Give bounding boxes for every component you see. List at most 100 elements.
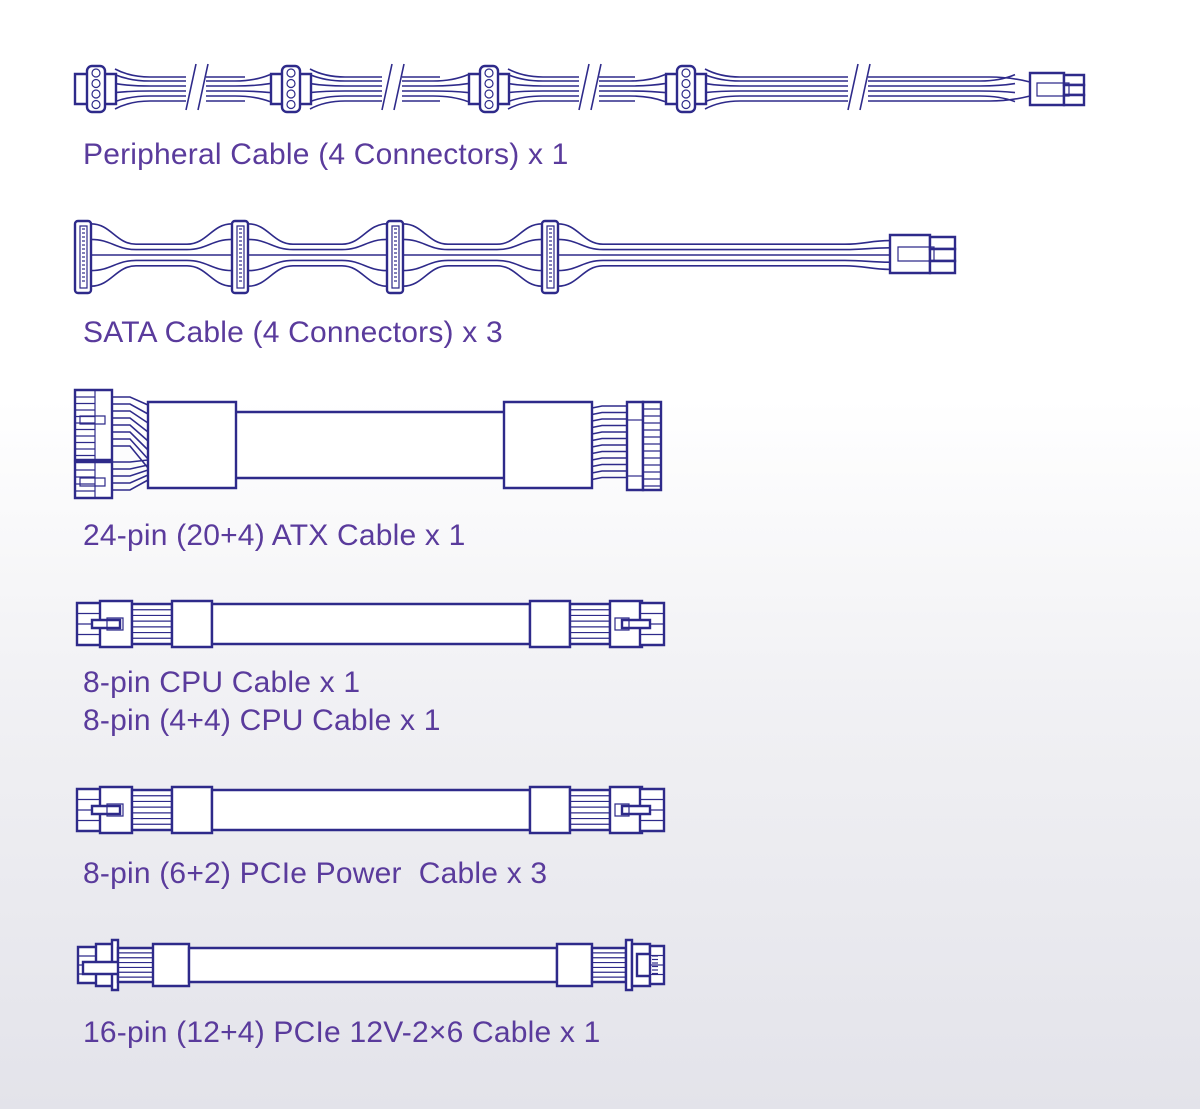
pcie-16pin-cable-icon <box>0 930 1200 1000</box>
cpu-8pin-cable-icon <box>0 590 1200 660</box>
wire <box>592 419 627 421</box>
atx-latch <box>80 416 105 424</box>
wire-sheath <box>705 101 740 109</box>
wire <box>112 446 148 468</box>
molex-pin <box>92 80 100 88</box>
sata-cable-icon <box>0 210 1200 300</box>
wire <box>592 465 627 467</box>
molex-pin <box>682 80 690 88</box>
break-mark <box>848 64 858 110</box>
wire <box>248 224 387 244</box>
wire <box>112 475 148 483</box>
sleeve <box>189 948 557 982</box>
wire-sheath <box>310 101 345 109</box>
molex-connector <box>677 66 695 112</box>
cpu-cable-label: 8-pin CPU Cable x 1 <box>83 666 361 699</box>
psu-latch <box>1037 83 1069 96</box>
psu-connector-pin <box>1064 95 1084 105</box>
heatshrink-right <box>530 601 570 647</box>
braided-sleeve <box>212 604 530 644</box>
break-mark <box>579 64 589 110</box>
cpu-4plus4-cable-label: 8-pin (4+4) CPU Cable x 1 <box>83 704 441 737</box>
atx-24pin-housing <box>627 402 643 490</box>
wire <box>592 432 627 434</box>
wire <box>112 432 148 450</box>
peripheral-cable-icon <box>0 62 1200 120</box>
latch-frame <box>615 618 629 630</box>
peripheral-cable-label: Peripheral Cable (4 Connectors) x 1 <box>83 138 569 171</box>
sata-connector-slot <box>547 226 554 288</box>
wire <box>112 480 148 490</box>
molex-pin <box>485 101 493 109</box>
sata-connector-slot <box>80 226 87 288</box>
wire <box>403 266 542 286</box>
wire <box>558 239 890 249</box>
wire <box>112 425 148 441</box>
wire-bundle <box>118 948 154 982</box>
wire-bundle <box>570 790 610 830</box>
break-mark <box>198 64 208 110</box>
molex-pin <box>485 80 493 88</box>
wire-bundle <box>132 604 172 644</box>
molex-pin <box>682 90 690 98</box>
wire <box>112 439 148 459</box>
wire <box>91 266 232 286</box>
wire <box>112 470 148 476</box>
break-mark <box>394 64 404 110</box>
heatshrink-right <box>504 402 592 488</box>
pcie-8pin-cable-icon <box>0 775 1200 845</box>
wire-sheath <box>705 69 740 77</box>
wire <box>248 239 387 249</box>
atx-20pin-connector <box>75 390 112 460</box>
wire <box>112 397 148 405</box>
wire <box>403 239 542 249</box>
atx-cable-label: 24-pin (20+4) ATX Cable x 1 <box>83 519 466 552</box>
latch-frame <box>615 804 629 816</box>
wire <box>592 445 627 447</box>
wire <box>248 266 387 286</box>
heatshrink-left <box>148 402 236 488</box>
wire <box>91 260 232 270</box>
wire <box>91 239 232 249</box>
wire <box>592 406 627 408</box>
psu-connector <box>890 235 930 273</box>
wire <box>558 266 890 286</box>
braided-sleeve <box>235 412 505 478</box>
sata-connector-slot <box>392 226 399 288</box>
break-mark <box>186 64 196 110</box>
wire <box>592 452 627 454</box>
latch <box>92 806 120 814</box>
wire <box>592 458 627 460</box>
psu-connector <box>1030 73 1064 105</box>
sata-cable-label: SATA Cable (4 Connectors) x 3 <box>83 316 503 349</box>
latch-frame <box>107 618 123 630</box>
heatshrink-right <box>530 787 570 833</box>
heatshrink-right <box>557 944 592 986</box>
wire-sheath <box>115 101 150 109</box>
molex-pin <box>682 101 690 109</box>
molex-pin <box>287 101 295 109</box>
break-mark <box>860 64 870 110</box>
latch <box>622 806 650 814</box>
atx-latch <box>80 478 105 486</box>
pcie-16pin-cable-label: 16-pin (12+4) PCIe 12V-2×6 Cable x 1 <box>83 1016 601 1049</box>
molex-connector <box>87 66 105 112</box>
wire <box>112 411 148 423</box>
wire <box>403 260 542 270</box>
molex-pin <box>92 69 100 77</box>
wire <box>592 426 627 428</box>
latch <box>622 620 650 628</box>
pcie-cable-label: 8-pin (6+2) PCIe Power Cable x 3 <box>83 857 548 890</box>
molex-pin <box>485 90 493 98</box>
molex-pin <box>92 101 100 109</box>
wire-sheath <box>508 101 543 109</box>
wire <box>990 96 1030 101</box>
molex-pin <box>287 90 295 98</box>
wire-sheath <box>310 69 345 77</box>
break-mark <box>382 64 392 110</box>
wire <box>592 478 627 480</box>
molex-pin <box>92 90 100 98</box>
molex-pin <box>287 69 295 77</box>
wire <box>403 224 542 244</box>
wire <box>990 77 1030 82</box>
